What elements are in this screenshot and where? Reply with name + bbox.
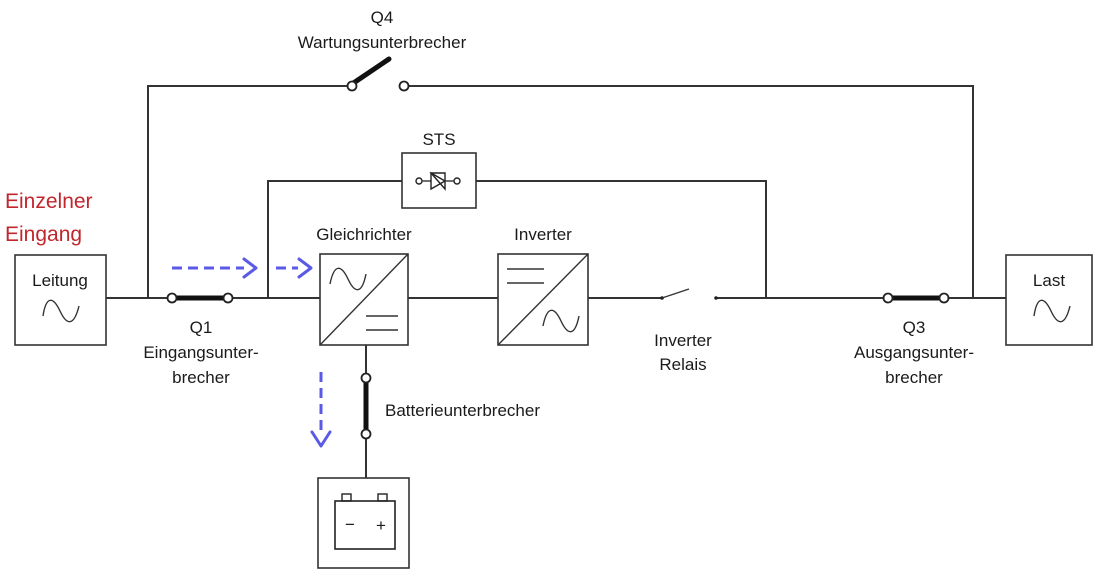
sts-box xyxy=(401,152,477,209)
line-source xyxy=(14,254,107,346)
battery-box xyxy=(317,477,410,569)
q3-contact-right xyxy=(938,292,950,304)
relay-contact-right xyxy=(714,296,718,300)
battery-breaker-contact-top xyxy=(360,372,372,384)
flow-arrow-head-2 xyxy=(297,257,313,279)
q1-contact-right xyxy=(222,292,234,304)
q4-contact-right xyxy=(398,80,410,92)
q1-input-breaker xyxy=(166,292,234,304)
load xyxy=(1005,254,1093,346)
flow-arrow-head-3 xyxy=(310,430,332,448)
battery-minus-sign: − xyxy=(345,515,355,534)
inverter-relay xyxy=(660,288,718,300)
rectifier-diagonal xyxy=(319,253,409,346)
relay-contact-left xyxy=(660,296,664,300)
input-title-line2: Eingang xyxy=(5,223,82,246)
power-flow-arrows xyxy=(172,257,332,448)
bypass-wire-right xyxy=(406,85,974,298)
line-source-box xyxy=(14,254,107,346)
input-title-line1: Einzelner xyxy=(5,190,93,213)
thyristor-icon xyxy=(415,171,461,191)
flow-arrow-head-1 xyxy=(242,257,258,279)
q3-contact-left xyxy=(882,292,894,304)
q3-name-line1: Ausgangsunter- xyxy=(854,343,974,362)
q1-tag: Q1 xyxy=(190,318,213,337)
inverter-label: Inverter xyxy=(514,225,572,244)
q4-contact-left xyxy=(346,80,358,92)
battery-plus-sign: + xyxy=(376,516,386,535)
load-label: Last xyxy=(1033,271,1065,290)
q1-name-line1: Eingangsunter- xyxy=(143,343,258,362)
labels: Einzelner Eingang Q4 Wartungsunterbreche… xyxy=(5,8,1065,420)
relay-label-line1: Inverter xyxy=(654,331,712,350)
sts-wire-right xyxy=(476,180,767,298)
battery: − + xyxy=(317,477,410,569)
inverter-diagonal xyxy=(497,253,589,346)
sine-wave-icon xyxy=(1033,299,1071,323)
q4-tag: Q4 xyxy=(371,8,394,27)
q4-maintenance-breaker xyxy=(346,56,410,92)
battery-breaker xyxy=(360,372,372,440)
q4-name: Wartungsunterbrecher xyxy=(298,33,467,52)
ac-wave-icon xyxy=(542,309,580,333)
inverter xyxy=(497,253,589,346)
sts-wire-left xyxy=(267,180,402,298)
line-source-label: Leitung xyxy=(32,271,88,290)
sts-unit xyxy=(401,152,477,209)
load-box xyxy=(1005,254,1093,346)
ac-wave-icon xyxy=(329,267,367,291)
q1-name-line2: brecher xyxy=(172,368,230,387)
relay-blade xyxy=(661,288,690,299)
sine-wave-icon xyxy=(42,299,80,323)
battery-breaker-contact-bottom xyxy=(360,428,372,440)
bypass-wire-left xyxy=(147,85,350,298)
q3-tag: Q3 xyxy=(903,318,926,337)
battery-breaker-label: Batterieunterbrecher xyxy=(385,401,540,420)
rectifier xyxy=(319,253,409,346)
q4-switch-blade xyxy=(349,56,392,87)
rectifier-label: Gleichrichter xyxy=(316,225,412,244)
q3-name-line2: brecher xyxy=(885,368,943,387)
sts-label: STS xyxy=(422,130,455,149)
q1-contact-left xyxy=(166,292,178,304)
battery-icon xyxy=(334,493,396,550)
wiring xyxy=(106,85,1006,478)
relay-label-line2: Relais xyxy=(659,355,706,374)
q3-output-breaker xyxy=(882,292,950,304)
